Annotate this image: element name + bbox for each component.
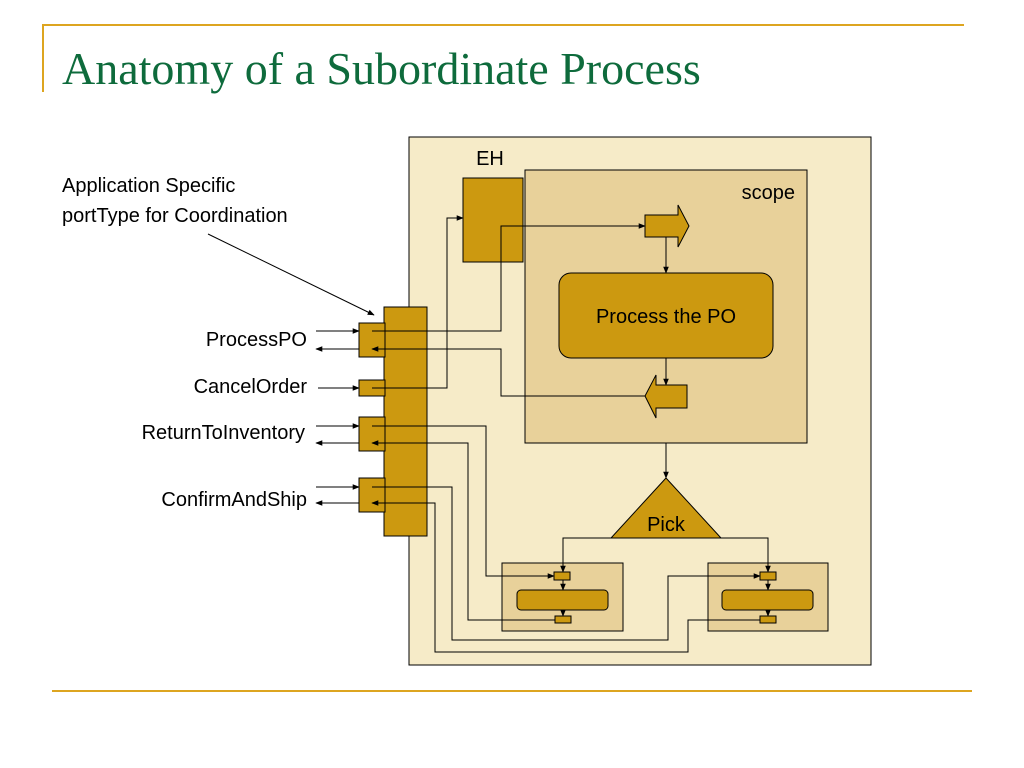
connector-right-reply-to-confirm bbox=[371, 500, 760, 653]
eh-label: EH bbox=[476, 148, 504, 170]
annotation-line-2: portType for Coordination bbox=[62, 205, 288, 227]
port-confirmandship bbox=[358, 477, 386, 513]
top-accent-line bbox=[42, 24, 964, 26]
pick-label: Pick bbox=[647, 514, 686, 536]
connector-return-to-left-receive bbox=[372, 425, 555, 579]
process-the-po-label: Process the PO bbox=[596, 306, 736, 328]
left-branch-activity bbox=[516, 589, 609, 611]
port-label-cancelorder: CancelOrder bbox=[194, 376, 308, 398]
event-handler-box bbox=[462, 177, 524, 263]
port-column bbox=[383, 306, 428, 537]
connector-confirm-to-right-receive bbox=[372, 486, 761, 641]
right-branch-reply bbox=[759, 615, 777, 624]
right-branch-receive bbox=[759, 571, 777, 581]
right-branch-activity bbox=[721, 589, 814, 611]
left-accent-line bbox=[42, 24, 44, 92]
connector-cancelorder-to-eh bbox=[372, 215, 464, 389]
reply-arrow-shape bbox=[644, 374, 688, 419]
connector-pick-to-left-branch bbox=[560, 537, 611, 573]
bottom-accent-line bbox=[52, 690, 972, 692]
left-branch-receive bbox=[553, 571, 571, 581]
slide-title: Anatomy of a Subordinate Process bbox=[62, 43, 701, 94]
receive-arrow-shape bbox=[644, 204, 690, 248]
port-processpo bbox=[358, 322, 386, 358]
annotation-line-1: Application Specific bbox=[62, 175, 235, 197]
port-label-processpo: ProcessPO bbox=[206, 329, 307, 351]
port-label-confirmandship: ConfirmAndShip bbox=[161, 489, 307, 511]
connector-processpo-to-receive bbox=[372, 223, 646, 332]
scope-label: scope bbox=[742, 182, 795, 204]
connector-left-reply-to-return bbox=[371, 440, 555, 621]
port-label-returntoinventory: ReturnToInventory bbox=[142, 422, 305, 444]
connector-pick-to-right-branch bbox=[721, 537, 771, 573]
connector-reply-to-processpo bbox=[371, 346, 645, 397]
left-branch-reply bbox=[554, 615, 572, 624]
pick-triangle bbox=[609, 477, 723, 539]
annotation-pointer bbox=[207, 233, 375, 316]
port-returntoinventory bbox=[358, 416, 386, 452]
